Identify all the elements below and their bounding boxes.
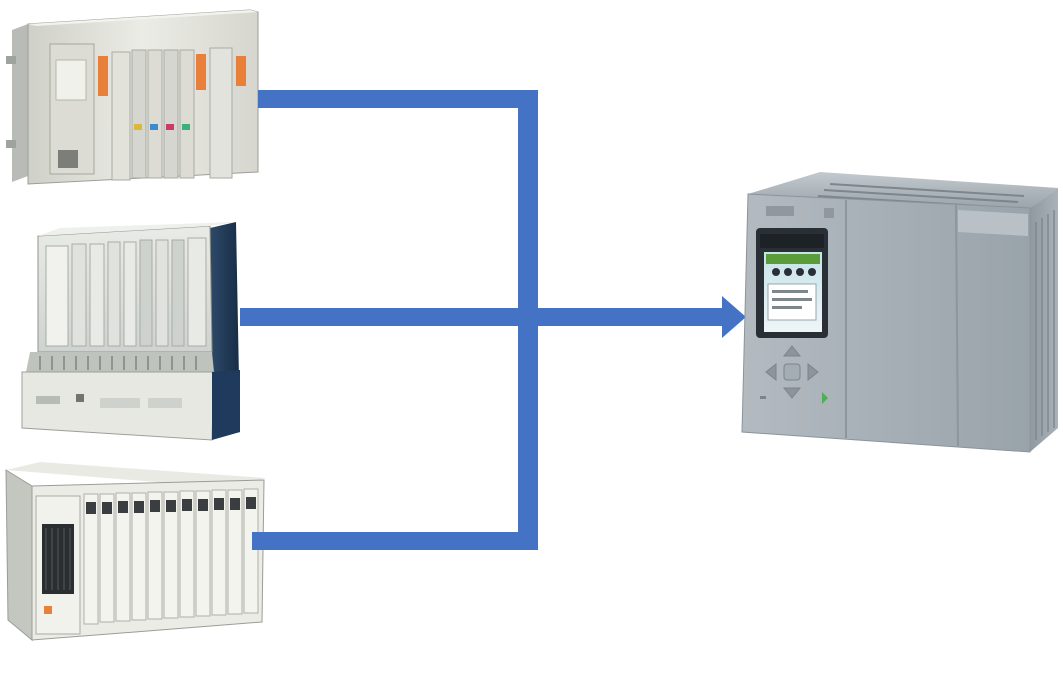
connector-vertical-bus [518,90,538,550]
modern-plc-cpu [741,172,1058,453]
legacy-plc-rack-top [6,9,259,185]
arrow-down-icon [782,387,802,399]
connector-bottom [252,532,538,550]
connector-top [258,90,538,108]
arrow-right-icon [807,362,819,382]
arrow-head-icon [722,296,746,338]
connector-lines [240,90,746,550]
connector-output-shaft [538,308,724,326]
legacy-plc-rack-bottom [5,462,266,642]
cpu-keypad [765,345,819,399]
connector-middle [240,308,538,326]
arrow-left-icon [765,362,777,382]
legacy-plc-rack-middle [21,222,240,441]
arrow-up-icon [782,345,802,357]
